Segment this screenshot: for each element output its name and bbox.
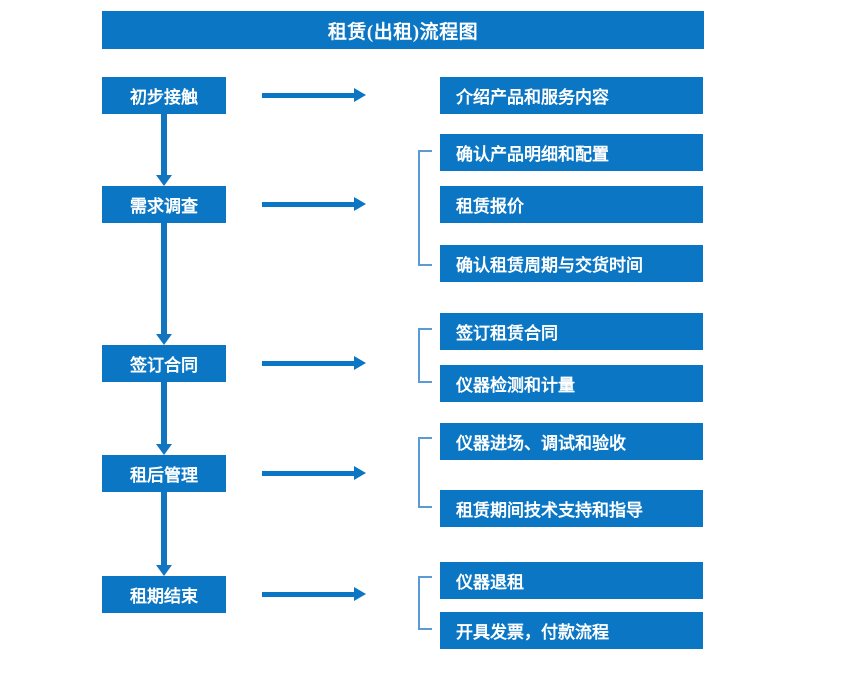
right-arrow-icon-4	[262, 465, 366, 481]
detail-box-instrument-inspection[interactable]: 仪器检测和计量	[440, 365, 703, 402]
diagram-title: 租赁(出租)流程图	[327, 21, 479, 43]
stage-label: 签订合同	[130, 356, 198, 375]
stage-box-post-lease-management[interactable]: 租后管理	[102, 455, 226, 492]
detail-label: 确认产品明细和配置	[456, 145, 609, 164]
detail-label: 租赁报价	[456, 197, 524, 216]
right-arrow-icon-3	[262, 355, 366, 371]
stage-label: 租后管理	[130, 466, 198, 485]
down-arrow-icon-4	[156, 492, 172, 576]
detail-label: 仪器检测和计量	[456, 376, 575, 395]
detail-box-introduce-products[interactable]: 介绍产品和服务内容	[440, 77, 703, 114]
stage-box-lease-end[interactable]: 租期结束	[102, 576, 226, 613]
group-bracket-post-lease	[418, 437, 432, 508]
right-arrow-icon-5	[262, 586, 366, 602]
detail-box-instrument-onsite-commissioning[interactable]: 仪器进场、调试和验收	[440, 423, 703, 460]
stage-box-needs-survey[interactable]: 需求调查	[102, 186, 226, 223]
detail-label: 确认租赁周期与交货时间	[456, 256, 643, 275]
detail-label: 租赁期间技术支持和指导	[456, 501, 643, 520]
down-arrow-icon-3	[156, 382, 172, 455]
detail-label: 仪器进场、调试和验收	[456, 434, 626, 453]
diagram-title-bar: 租赁(出租)流程图	[102, 11, 704, 49]
detail-box-sign-lease-contract[interactable]: 签订租赁合同	[440, 313, 703, 350]
stage-label: 租期结束	[130, 587, 198, 606]
group-bracket-sign-contract	[418, 328, 432, 383]
detail-box-confirm-product-spec[interactable]: 确认产品明细和配置	[440, 134, 703, 171]
stage-box-sign-contract[interactable]: 签订合同	[102, 345, 226, 382]
stage-label: 初步接触	[130, 88, 198, 107]
detail-label: 签订租赁合同	[456, 324, 558, 343]
down-arrow-icon-1	[156, 114, 172, 186]
group-bracket-needs-survey	[418, 150, 432, 266]
stage-label: 需求调查	[130, 197, 198, 216]
right-arrow-icon-2	[262, 196, 366, 212]
down-arrow-icon-2	[156, 223, 172, 345]
group-bracket-lease-end	[418, 576, 432, 630]
detail-label: 开具发票，付款流程	[456, 623, 609, 642]
detail-box-instrument-return[interactable]: 仪器退租	[440, 562, 703, 599]
detail-box-lease-quote[interactable]: 租赁报价	[440, 186, 703, 223]
detail-label: 介绍产品和服务内容	[456, 88, 609, 107]
detail-box-technical-support[interactable]: 租赁期间技术支持和指导	[440, 490, 703, 527]
detail-label: 仪器退租	[456, 573, 524, 592]
detail-box-invoice-payment[interactable]: 开具发票，付款流程	[440, 612, 703, 649]
stage-box-initial-contact[interactable]: 初步接触	[102, 77, 226, 114]
right-arrow-icon-1	[262, 87, 366, 103]
detail-box-confirm-lease-period[interactable]: 确认租赁周期与交货时间	[440, 245, 703, 282]
